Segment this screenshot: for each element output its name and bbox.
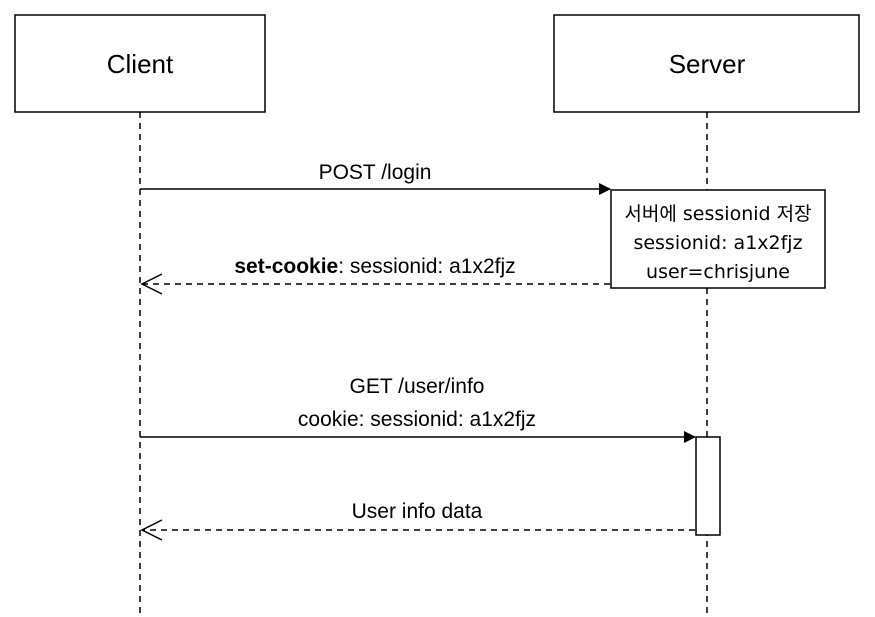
- client-participant[interactable]: Client: [14, 14, 266, 113]
- server-box: [553, 14, 860, 113]
- server-participant[interactable]: Server: [553, 14, 860, 113]
- info-response-arrowhead: [140, 519, 163, 541]
- info-response-message: User info data: [140, 500, 695, 541]
- note-line-sessionid: sessionid: a1x2fjz: [633, 232, 802, 254]
- login-response-message: set-cookie: sessionid: a1x2fjz: [140, 255, 610, 295]
- client-box: [14, 14, 266, 113]
- note-line-store-session: 서버에 sessionid 저장: [624, 203, 811, 225]
- info-request-message: GET /user/info cookie: sessionid: a1x2fj…: [140, 375, 696, 443]
- set-cookie-value-label: : sessionid: a1x2fjz: [338, 255, 515, 278]
- login-response-label: set-cookie: sessionid: a1x2fjz: [234, 255, 515, 278]
- info-request-label-line1: GET /user/info: [349, 375, 484, 398]
- login-request-label: POST /login: [319, 161, 432, 184]
- server-session-note: 서버에 sessionid 저장 sessionid: a1x2fjz user…: [610, 189, 826, 289]
- info-response-label: User info data: [352, 500, 483, 523]
- info-request-label-line2: cookie: sessionid: a1x2fjz: [298, 408, 536, 431]
- server-label: Server: [669, 49, 746, 79]
- server-activation-bar: [695, 436, 721, 536]
- login-request-message: POST /login: [140, 161, 611, 195]
- set-cookie-header-label: set-cookie: [234, 255, 338, 278]
- note-line-user: user=chrisjune: [646, 261, 790, 283]
- note-box: [610, 189, 826, 289]
- login-response-arrowhead: [140, 273, 163, 295]
- client-label: Client: [107, 49, 174, 79]
